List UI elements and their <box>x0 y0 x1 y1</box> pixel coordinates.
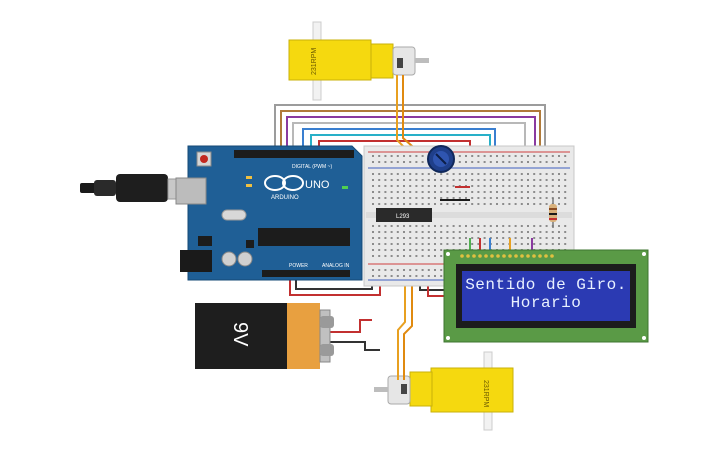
lcd-display[interactable] <box>443 249 649 343</box>
driver-ic-label: L293 <box>396 214 410 220</box>
arduino-model: UNO <box>305 179 330 191</box>
resistor[interactable] <box>549 198 557 228</box>
motor-top[interactable]: 231RPM <box>288 21 429 101</box>
motor-top-label: 231RPM <box>311 48 318 75</box>
l293-driver-ic[interactable]: L293 <box>376 208 432 222</box>
potentiometer[interactable] <box>427 145 455 173</box>
battery-9v[interactable]: 9V <box>195 303 334 369</box>
arduino-uno[interactable]: ARDUINO UNO DIGITAL (PWM ~) POWER ANALOG… <box>175 145 363 281</box>
arduino-digital-label: DIGITAL (PWM ~) <box>292 164 332 170</box>
arduino-analog-label: ANALOG IN <box>322 263 350 269</box>
motor-bottom[interactable]: 231RPM <box>374 351 514 431</box>
lcd-line-2: Horario <box>510 294 582 312</box>
lcd-line-1: Sentido de Giro. <box>465 276 627 294</box>
lcd-pins <box>460 254 554 258</box>
motor-bottom-label: 231RPM <box>482 380 489 407</box>
arduino-brand: ARDUINO <box>271 195 299 201</box>
battery-label: 9V <box>229 322 251 347</box>
arduino-power-label: POWER <box>289 263 308 269</box>
